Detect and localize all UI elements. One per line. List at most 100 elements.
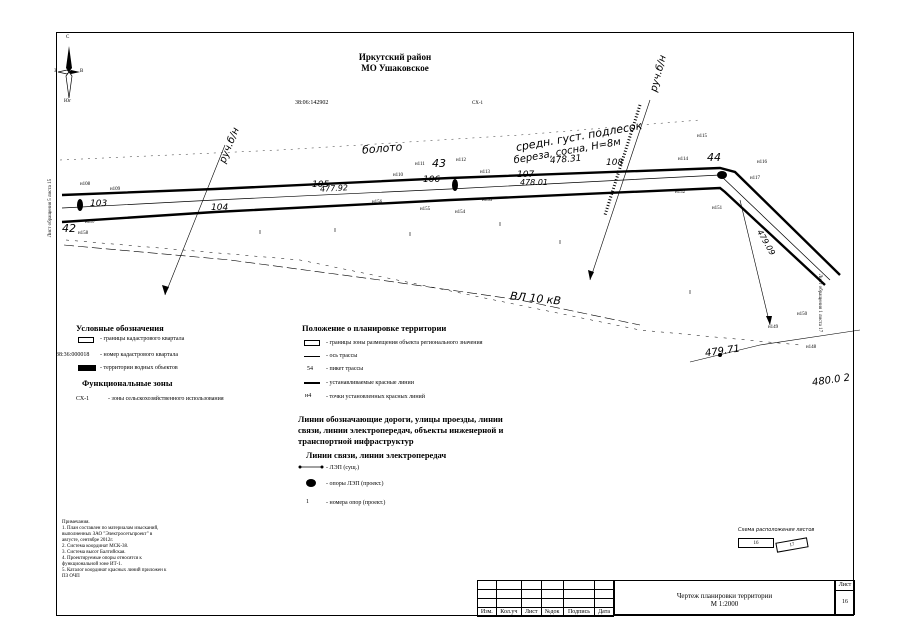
point-label: н153: [482, 198, 493, 203]
point-label: н117: [750, 176, 760, 181]
axis-symbol: [304, 356, 320, 357]
point-number-label: 42: [62, 222, 76, 235]
point-label: н157: [85, 220, 96, 225]
cadastral-block-label: 38:06:142902: [295, 100, 329, 106]
legend-cadastral-number: - номер кадастрового квартала: [100, 352, 179, 358]
layout-scheme-title: Схема расположения листов: [738, 527, 815, 533]
stamp-title: Чертеж планировки территории: [676, 592, 773, 600]
red-point-number: н4: [305, 393, 312, 399]
layout-sheet-a: 16: [738, 538, 774, 548]
legend-cadastral-code: 38:36:000018: [56, 352, 90, 358]
stamp-col: Кол.уч: [495, 607, 522, 617]
lep-existing: - ЛЭП (сущ.): [326, 465, 360, 471]
planning-red-points: - точки установленных красных линий: [326, 394, 425, 400]
stamp-col: №док: [540, 607, 564, 617]
planning-title: Положение о планировке территории: [302, 323, 447, 333]
picket-label: 105: [312, 180, 330, 190]
lep-existing-symbol: [298, 465, 324, 469]
picket-label: 108: [606, 158, 624, 168]
drawing-frame: [56, 32, 854, 616]
elevation-label: 478.01: [520, 178, 548, 187]
notes-line: августе, сентябре 2012г.: [62, 538, 114, 543]
zone-border-symbol: [304, 340, 320, 346]
stamp-col: Лист: [520, 607, 542, 617]
notes-line: 5. Каталог координат красных линий прило…: [62, 568, 167, 573]
power-title: Линии связи, линии электропередач: [306, 450, 447, 460]
stamp-sheet-label: Лист: [836, 581, 854, 591]
compass-rose-icon: [56, 40, 82, 102]
sheet-edge-label-left: Лист обращения 5 листа 15: [48, 178, 54, 238]
picket-label: 104: [211, 203, 229, 213]
red-line-symbol: [304, 382, 320, 384]
picket-label: 103: [90, 199, 108, 209]
lep-supports: - опоры ЛЭП (проект.): [326, 481, 384, 487]
point-label: н109: [110, 187, 121, 192]
revision-table: Изм. Кол.уч Лист №док Подпись Дата: [477, 580, 614, 617]
point-label: н148: [806, 345, 817, 350]
point-label: н108: [80, 182, 91, 187]
roads-title: Линии обозначающие дороги, улицы проезды…: [298, 414, 504, 446]
lep-support-symbol: [306, 479, 316, 487]
func-zones-title: Функциональные зоны: [82, 378, 173, 388]
support-numbers: - номера опор (проект.): [326, 500, 386, 506]
support-number-mark: 1: [306, 499, 309, 505]
point-label: н115: [697, 134, 707, 139]
notes-line: функциональной зоне ИТ-1.: [62, 562, 123, 567]
compass-west: З: [54, 69, 57, 74]
legend-cadastral-border: - границы кадастрового квартала: [100, 336, 185, 342]
point-label: н114: [678, 157, 688, 162]
point-label: н150: [797, 312, 808, 317]
point-label: н113: [480, 170, 490, 175]
stamp-sheet-number: 16: [842, 599, 848, 605]
notes-line: 3. Система высот Балтийская.: [62, 550, 126, 555]
notes-line: ПЗ ОЧП: [62, 574, 80, 579]
notes-line: 4. Проектируемые опоры относятся к: [62, 556, 142, 561]
stamp-col: Дата: [594, 607, 614, 617]
notes-line: выполненных ЗАО "Электросетьпроект" в: [62, 532, 153, 537]
compass-east: В: [80, 69, 84, 74]
compass-south: Юг: [64, 99, 72, 104]
planning-picket: - пикет трассы: [326, 366, 364, 372]
point-label: н154: [455, 210, 466, 215]
point-label: н116: [757, 160, 767, 165]
municipality-title: МО Ушаковское: [361, 63, 429, 73]
point-number-label: 43: [432, 157, 446, 170]
cadastral-border-symbol: [78, 337, 94, 343]
planning-route-axis: - ось трассы: [326, 353, 358, 359]
point-label: н111: [415, 162, 425, 167]
point-label: н158: [78, 231, 89, 236]
zone-description: - зоны сельскохозяйственного использован…: [108, 396, 224, 402]
legend-title: Условные обозначения: [76, 323, 164, 333]
point-label: н156: [372, 200, 383, 205]
notes-title: Примечания.: [62, 520, 90, 525]
stamp-col: Подпись: [562, 607, 596, 617]
region-title: Иркутский район: [358, 52, 432, 62]
map-title: Иркутский район МО Ушаковское: [330, 52, 460, 74]
picket-label: 106: [423, 175, 441, 185]
picket-label: 107: [517, 170, 535, 180]
notes-line: 1. План составлен по материалам изыскани…: [62, 526, 159, 531]
notes-line: 2. Система координат МСК-38.: [62, 544, 129, 549]
stamp-scale: М 1:2000: [710, 600, 739, 608]
stamp-title-cell: Чертеж планировки территории М 1:2000: [614, 580, 835, 615]
point-label: н149: [768, 325, 779, 330]
point-label: н112: [456, 158, 466, 163]
stamp-sheet-cell: Лист 16: [835, 580, 855, 615]
zone-label: СХ-1: [472, 101, 483, 106]
legend-water: - территории водных объектов: [100, 365, 178, 371]
planning-red-lines: - устанавливаемые красные линии: [326, 380, 414, 386]
planning-zone-border: - границы зоны размещения объекта регион…: [326, 340, 483, 346]
compass-north: С: [66, 35, 70, 40]
point-label: н155: [420, 207, 431, 212]
point-label: н152: [675, 190, 686, 195]
water-symbol: [78, 365, 96, 371]
point-number-label: 44: [707, 151, 721, 164]
sheet-edge-label-right: Лист обращения 1 листа 17: [817, 273, 823, 333]
point-label: н110: [393, 173, 403, 178]
notes-block: Примечания. 1. План составлен по материа…: [62, 520, 166, 580]
stamp-col: Изм.: [477, 607, 497, 617]
picket-number: 54: [307, 366, 313, 372]
point-label: н151: [712, 206, 723, 211]
zone-code: СХ-1: [76, 396, 90, 402]
